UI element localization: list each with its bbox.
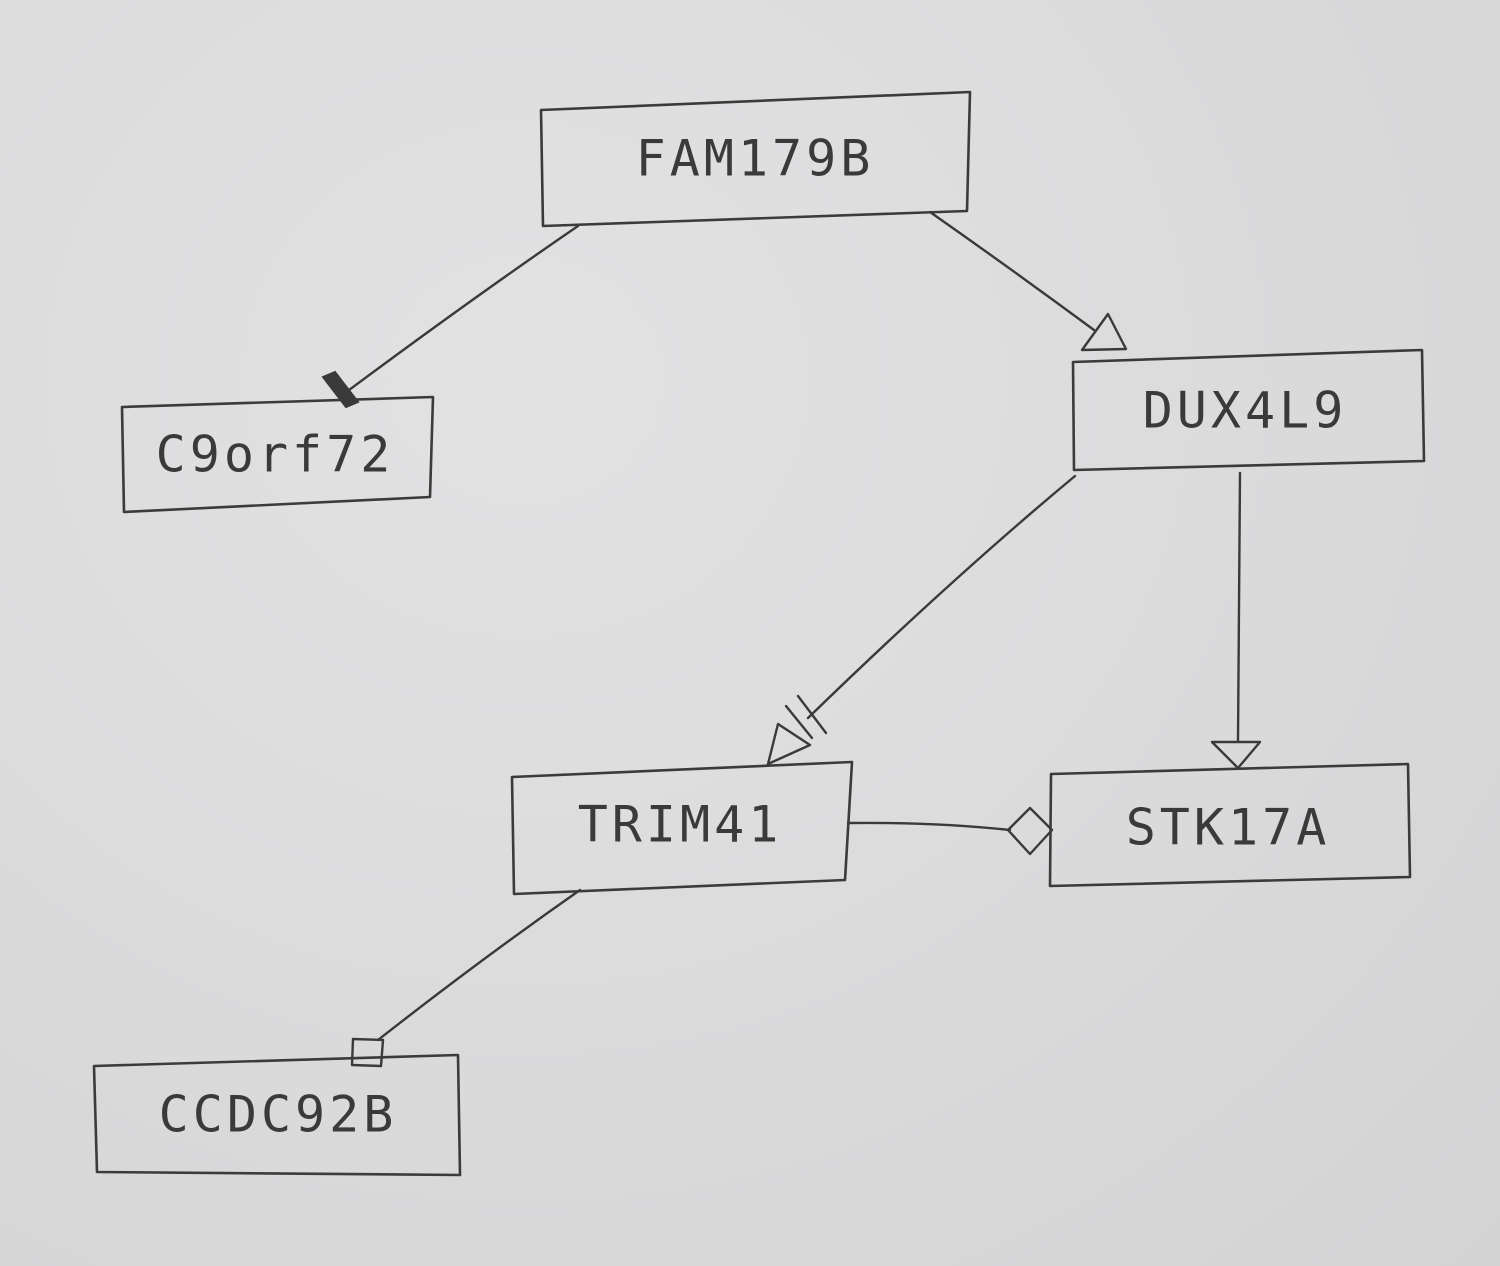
node-dux4l9[interactable]: DUX4L9: [1071, 348, 1426, 472]
open-triangle-marker: [1210, 740, 1262, 770]
edge-fam179b-dux4l9: [928, 210, 1128, 352]
open-diamond-marker: [1006, 806, 1054, 856]
open-square-marker: [350, 1037, 385, 1068]
edge-dux4l9-trim41: [766, 474, 1077, 766]
open-triangle-marker: [1080, 312, 1128, 352]
node-label-trim41: TRIM41: [578, 796, 783, 854]
edge-fam179b-c9orf72: [321, 224, 580, 409]
node-ccdc92b[interactable]: CCDC92B: [92, 1053, 462, 1177]
node-label-ccdc92b: CCDC92B: [159, 1086, 398, 1144]
node-label-fam179b: FAM179B: [636, 130, 875, 188]
edge-trim41-ccdc92b: [350, 888, 582, 1068]
edge-trim41-stk17a: [846, 806, 1054, 856]
node-label-stk17a: STK17A: [1126, 799, 1331, 857]
node-fam179b[interactable]: FAM179B: [539, 90, 972, 228]
node-label-c9orf72: C9orf72: [156, 426, 395, 484]
edges: [321, 210, 1262, 1068]
node-label-dux4l9: DUX4L9: [1143, 382, 1348, 440]
edge-dux4l9-stk17a: [1210, 471, 1262, 770]
nodes: FAM179B C9orf72 DUX4L9 TRIM41 STK17A CCD: [92, 90, 1426, 1177]
double-bar-open-triangle-marker: [766, 722, 812, 766]
node-stk17a[interactable]: STK17A: [1048, 762, 1412, 888]
bar-marker: [321, 370, 360, 409]
node-c9orf72[interactable]: C9orf72: [120, 395, 435, 514]
node-trim41[interactable]: TRIM41: [510, 760, 854, 896]
